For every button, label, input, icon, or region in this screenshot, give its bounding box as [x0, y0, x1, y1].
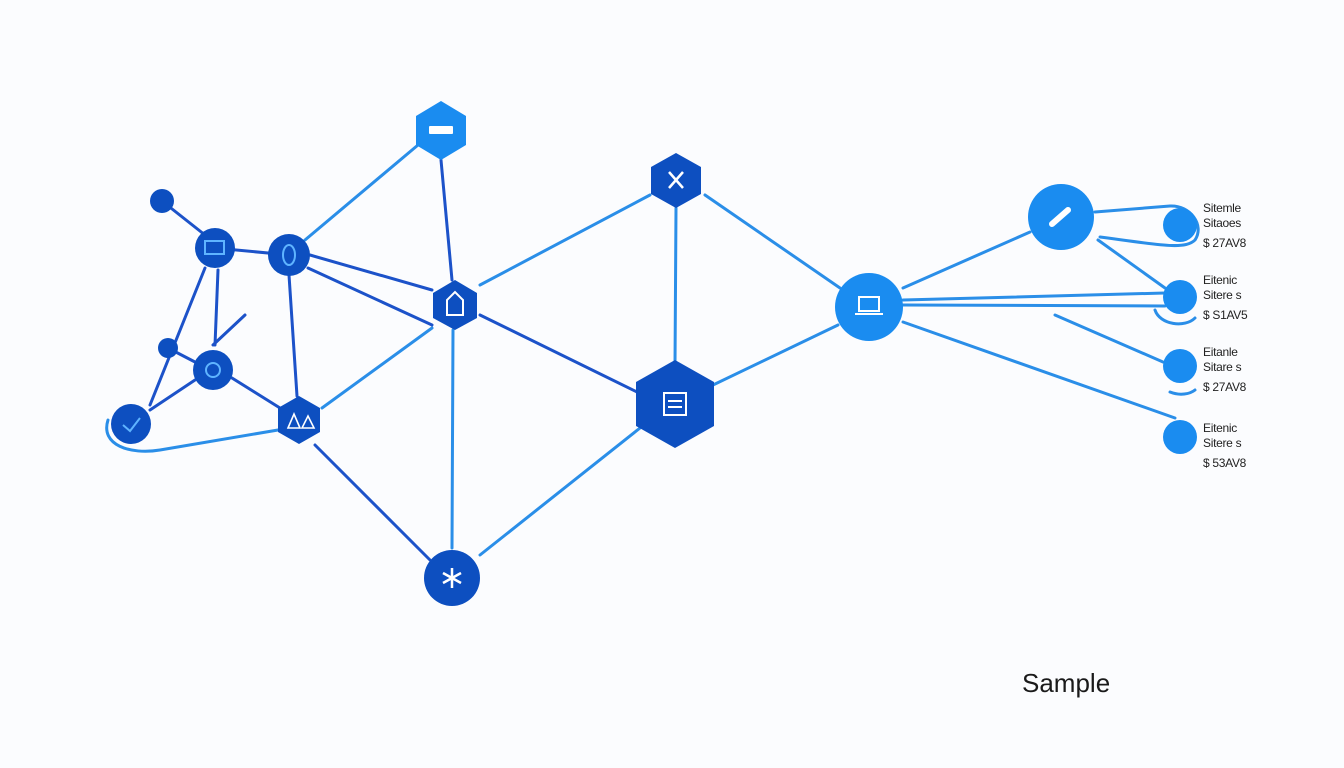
edge: [148, 378, 197, 412]
edges: [105, 143, 1200, 562]
edge: [303, 143, 420, 242]
label-line: Sitere s: [1203, 288, 1242, 302]
edge: [306, 266, 434, 327]
endpoint-label: Eitenic Sitere s $ S1AV5: [1203, 273, 1248, 323]
endpoint-node[interactable]: [1163, 349, 1197, 383]
edge: [213, 268, 220, 347]
minus-icon: [429, 126, 453, 134]
node-dot[interactable]: [150, 189, 174, 213]
edge: [308, 253, 434, 292]
label-line: Sitare s: [1203, 360, 1242, 374]
edge: [901, 230, 1032, 290]
edge: [450, 328, 455, 550]
node-circle[interactable]: [111, 404, 151, 444]
check-icon: [122, 417, 141, 433]
monitor-icon: [204, 240, 225, 255]
label-line: Eitenic: [1203, 273, 1237, 287]
node-dot[interactable]: [158, 338, 178, 358]
endpoint-label: Eitanle Sitare s $ 27AV8: [1203, 345, 1246, 395]
edge: [1153, 308, 1197, 326]
link-icon: [1049, 207, 1071, 227]
x-icon: [668, 171, 684, 189]
node-hexagon[interactable]: [433, 280, 477, 330]
laptop-icon: [858, 296, 880, 312]
edge: [148, 266, 207, 407]
edge: [105, 418, 280, 453]
house-icon: [446, 290, 464, 316]
label-line: Eitanle: [1203, 345, 1238, 359]
edge: [439, 158, 454, 282]
edge: [478, 193, 652, 287]
edge: [1053, 313, 1165, 364]
shapes-icon: [286, 411, 316, 429]
edge: [478, 313, 639, 394]
edge: [703, 193, 842, 290]
node-hexagon[interactable]: [636, 360, 714, 448]
edge: [901, 320, 1177, 420]
edge: [287, 273, 299, 398]
endpoint-node[interactable]: [1163, 280, 1197, 314]
edge: [478, 426, 642, 557]
edge: [320, 326, 434, 410]
label-price: $ 27AV8: [1203, 236, 1247, 250]
node-circle[interactable]: [193, 350, 233, 390]
label-line: Sitemle: [1203, 201, 1241, 215]
calendar-icon: [663, 392, 687, 416]
watermark-text: Sample: [1022, 668, 1111, 698]
edge: [1096, 238, 1167, 290]
label-price: $ S1AV5: [1203, 308, 1248, 322]
endpoint-node[interactable]: [1163, 208, 1197, 242]
edge: [673, 206, 678, 367]
edge: [230, 376, 282, 410]
endpoint-label: Sitemle Sitaoes $ 27AV8: [1203, 201, 1246, 251]
node-circle[interactable]: [195, 228, 235, 268]
endpoint-label: Eitenic Sitere s $ 53AV8: [1203, 421, 1246, 471]
node-hexagon[interactable]: [278, 396, 320, 444]
refresh-icon: [205, 362, 221, 378]
nodes: [111, 101, 1197, 606]
label-price: $ 53AV8: [1203, 456, 1247, 470]
edge: [1168, 388, 1197, 396]
asterisk-icon: [442, 568, 462, 588]
label-line: Sitere s: [1203, 436, 1242, 450]
zero-icon: [282, 244, 296, 266]
edge: [711, 323, 840, 387]
edge: [901, 303, 1167, 308]
edge: [211, 313, 247, 347]
edge: [313, 443, 432, 562]
calendar-lines: [668, 400, 682, 408]
label-line: Eitenic: [1203, 421, 1237, 435]
label-price: $ 27AV8: [1203, 380, 1247, 394]
endpoint-node[interactable]: [1163, 420, 1197, 454]
label-line: Sitaoes: [1203, 216, 1241, 230]
node-circle[interactable]: [835, 273, 903, 341]
node-circle[interactable]: [268, 234, 310, 276]
edge: [901, 291, 1167, 302]
